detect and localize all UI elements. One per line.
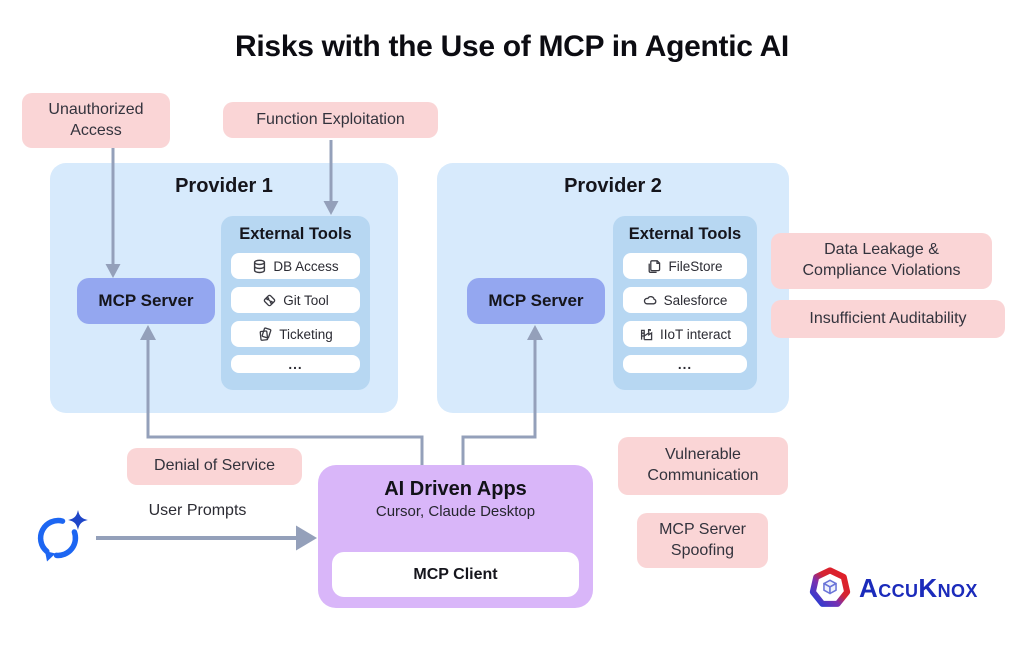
diagram-title: Risks with the Use of MCP in Agentic AI: [235, 30, 789, 63]
tool-more: ...: [231, 355, 360, 373]
file-icon: [649, 259, 661, 273]
git-icon: [263, 294, 276, 306]
provider-2-external-tools-title: External Tools: [628, 225, 742, 243]
tool-label: ...: [677, 356, 693, 372]
user-prompts-label: User Prompts: [148, 502, 247, 519]
database-icon: [254, 259, 266, 273]
ticket-icon: [259, 326, 272, 341]
tool-label: FileStore: [668, 258, 723, 274]
tool-label: IIoT interact: [659, 326, 732, 342]
chat-tail: [45, 551, 56, 562]
brand-part-1: Accu: [859, 573, 919, 603]
provider-1-title: Provider 1: [175, 175, 273, 197]
tool-filestore: FileStore: [623, 253, 747, 279]
arrowhead-right-app: [296, 525, 317, 551]
mcp-client: MCP Client: [332, 552, 579, 597]
factory-icon: [640, 328, 653, 340]
provider-2-title: Provider 2: [564, 175, 662, 197]
tool-label: ...: [288, 356, 303, 372]
brand-part-2: Knox: [918, 573, 978, 603]
tool-git-tool: Git Tool: [231, 287, 360, 313]
tool-label: Ticketing: [279, 326, 333, 342]
risk-vulnerable-communication: Vulnerable Communication: [618, 437, 788, 495]
accuknox-mark-icon: [809, 567, 851, 607]
accuknox-wordmark: AccuKnox: [859, 575, 978, 601]
tool-label: Git Tool: [283, 292, 329, 308]
tool-db-access: DB Access: [231, 253, 360, 279]
ai-driven-apps-card: AI Driven Apps Cursor, Claude Desktop MC…: [318, 465, 593, 608]
chat-sparkle-icon: [37, 510, 88, 562]
accuknox-logo: AccuKnox: [808, 566, 978, 610]
tool-label: DB Access: [273, 258, 339, 274]
tool-iiot-interact: IIoT interact: [623, 321, 747, 347]
risk-function-exploitation: Function Exploitation: [223, 102, 438, 138]
provider-1-external-tools-title: External Tools: [239, 225, 352, 243]
provider-2-mcp-server: MCP Server: [467, 278, 605, 324]
tool-more: ...: [623, 355, 747, 373]
tool-ticketing: Ticketing: [231, 321, 360, 347]
sparkle-icon: [68, 510, 88, 530]
provider-1-external-tools-panel: External Tools DB Access Git Tool: [221, 216, 370, 390]
ai-driven-apps-title: AI Driven Apps: [384, 478, 527, 500]
cloud-icon: [643, 295, 656, 304]
provider-1-mcp-server: MCP Server: [77, 278, 215, 324]
provider-2-external-tools-panel: External Tools FileStore Salesforce: [613, 216, 757, 390]
risk-denial-of-service: Denial of Service: [127, 448, 302, 485]
risk-insufficient-auditability: Insufficient Auditability: [771, 300, 1005, 338]
tool-salesforce: Salesforce: [623, 287, 747, 313]
tool-label: Salesforce: [663, 292, 728, 308]
ai-driven-apps-subtitle: Cursor, Claude Desktop: [375, 503, 536, 520]
provider-1-card: Provider 1 MCP Server External Tools DB …: [50, 163, 398, 413]
risk-unauthorized-access: Unauthorized Access: [22, 93, 170, 148]
risk-mcp-server-spoofing: MCP Server Spoofing: [637, 513, 768, 568]
risk-data-leakage: Data Leakage & Compliance Violations: [771, 233, 992, 289]
provider-2-card: Provider 2 MCP Server External Tools Fil…: [437, 163, 789, 413]
